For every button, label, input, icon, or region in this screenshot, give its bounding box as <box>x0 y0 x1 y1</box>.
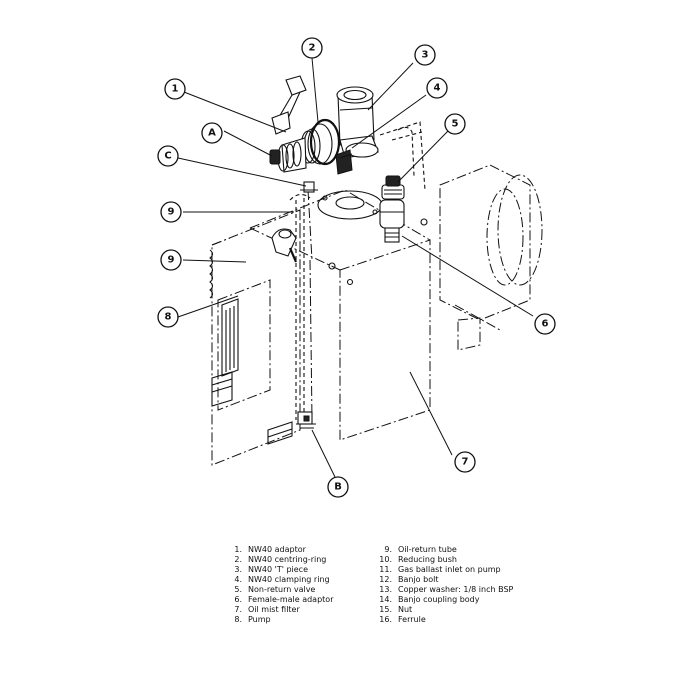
legend-item-label: Copper washer: 1/8 inch BSP <box>398 585 514 594</box>
legend-item: 10. Reducing bush <box>378 555 513 565</box>
callout-c: C <box>157 145 179 167</box>
legend-item-label: Oil mist filter <box>248 605 300 614</box>
leader-lines <box>177 57 534 478</box>
callout-8: 8 <box>157 306 179 328</box>
legend-item: 9. Oil-return tube <box>378 545 513 555</box>
callout-1: 1 <box>164 78 186 100</box>
svg-text:5: 5 <box>452 119 459 130</box>
callout-4: 4 <box>426 77 448 99</box>
legend-item: 1. NW40 adaptor <box>228 545 333 555</box>
legend-item-label: Banjo bolt <box>398 575 439 584</box>
callout-5: 5 <box>444 113 466 135</box>
legend-item: 8. Pump <box>228 615 333 625</box>
legend-column-left: 1. NW40 adaptor 2. NW40 centring-ring 3. NW40… <box>228 545 333 625</box>
legend-item-number: 16. <box>379 615 392 624</box>
legend-item-number: 10. <box>379 555 392 564</box>
legend-item-number: 13. <box>379 585 392 594</box>
callout-9-upper: 9 <box>160 201 182 223</box>
callout-a: A <box>201 122 223 144</box>
legend-item: 11. Gas ballast inlet on pump <box>378 565 513 575</box>
svg-text:1: 1 <box>172 84 179 95</box>
legend-item-label: NW40 'T' piece <box>248 565 308 574</box>
legend-item: 2. NW40 centring-ring <box>228 555 333 565</box>
non-return-valve <box>379 175 405 243</box>
svg-text:C: C <box>164 151 171 162</box>
legend-item: 15. Nut <box>378 605 513 615</box>
callout-9-lower: 9 <box>160 249 182 271</box>
pump-body <box>209 209 301 466</box>
oil-return-tube <box>289 189 313 421</box>
banjo-fitting-top <box>300 181 318 193</box>
legend-item-label: Gas ballast inlet on pump <box>398 565 501 574</box>
legend-item-label: NW40 centring-ring <box>248 555 327 564</box>
legend-item-number: 3. <box>234 565 242 574</box>
nw40-clamping-ring <box>307 118 353 175</box>
svg-text:6: 6 <box>542 319 549 330</box>
legend-item: 5. Non-return valve <box>228 585 333 595</box>
rear-dashed-pipe <box>379 121 426 191</box>
filter-outlet-flange <box>317 190 383 220</box>
svg-text:9: 9 <box>168 255 175 266</box>
legend-item-number: 14. <box>379 595 392 604</box>
legend-item: 7. Oil mist filter <box>228 605 333 615</box>
callout-2: 2 <box>301 37 323 59</box>
parts-legend: 1. NW40 adaptor 2. NW40 centring-ring 3. NW40… <box>228 545 558 635</box>
legend-item-number: 5. <box>234 585 242 594</box>
svg-text:8: 8 <box>165 312 172 323</box>
legend-item: 13. Copper washer: 1/8 inch BSP <box>378 585 513 595</box>
legend-item-label: NW40 clamping ring <box>248 575 330 584</box>
svg-text:A: A <box>208 128 216 139</box>
legend-item-number: 11. <box>379 565 392 574</box>
legend-item-number: 12. <box>379 575 392 584</box>
legend-item-number: 9. <box>384 545 392 554</box>
oil-mist-filter-body <box>249 189 431 441</box>
banjo-fitting-bottom <box>296 411 316 429</box>
legend-item-label: Oil-return tube <box>398 545 457 554</box>
callout-b: B <box>327 476 349 498</box>
legend-item-label: Female-male adaptor <box>248 595 334 604</box>
legend-item: 14. Banjo coupling body <box>378 595 513 605</box>
legend-item-number: 4. <box>234 575 242 584</box>
svg-text:2: 2 <box>309 43 316 54</box>
legend-item-label: Banjo coupling body <box>398 595 480 604</box>
legend-item-label: Non-return valve <box>248 585 316 594</box>
legend-item-label: Ferrule <box>398 615 426 624</box>
legend-item-label: Nut <box>398 605 413 614</box>
legend-item-number: 1. <box>234 545 242 554</box>
legend-item-number: 6. <box>234 595 242 604</box>
callout-6: 6 <box>534 313 556 335</box>
svg-text:9: 9 <box>168 207 175 218</box>
legend-item-label: Pump <box>248 615 271 624</box>
legend-column-right: 9. Oil-return tube 10. Reducing bush 11. Gas … <box>378 545 513 625</box>
legend-item: 12. Banjo bolt <box>378 575 513 585</box>
legend-item-number: 8. <box>234 615 242 624</box>
legend-item: 6. Female-male adaptor <box>228 595 333 605</box>
motor <box>439 164 543 351</box>
svg-text:B: B <box>334 482 342 493</box>
nw40-t-piece <box>336 86 379 159</box>
callout-3: 3 <box>414 44 436 66</box>
legend-item-label: NW40 adaptor <box>248 545 306 554</box>
legend-item: 4. NW40 clamping ring <box>228 575 333 585</box>
legend-item: 3. NW40 'T' piece <box>228 565 333 575</box>
callout-7: 7 <box>454 451 476 473</box>
svg-text:7: 7 <box>462 457 469 468</box>
legend-item-label: Reducing bush <box>398 555 457 564</box>
nw40-adaptor <box>269 137 307 173</box>
svg-text:4: 4 <box>434 83 441 94</box>
legend-item-number: 15. <box>379 605 392 614</box>
pump-elbow-fitting <box>271 228 298 263</box>
clamp-wing-handle <box>271 75 307 135</box>
exploded-assembly-drawing: 1 2 3 4 5 6 7 8 9 9 C A B <box>157 37 556 498</box>
legend-item-number: 2. <box>234 555 242 564</box>
svg-text:3: 3 <box>422 50 429 61</box>
legend-item-number: 7. <box>234 605 242 614</box>
legend-item: 16. Ferrule <box>378 615 513 625</box>
